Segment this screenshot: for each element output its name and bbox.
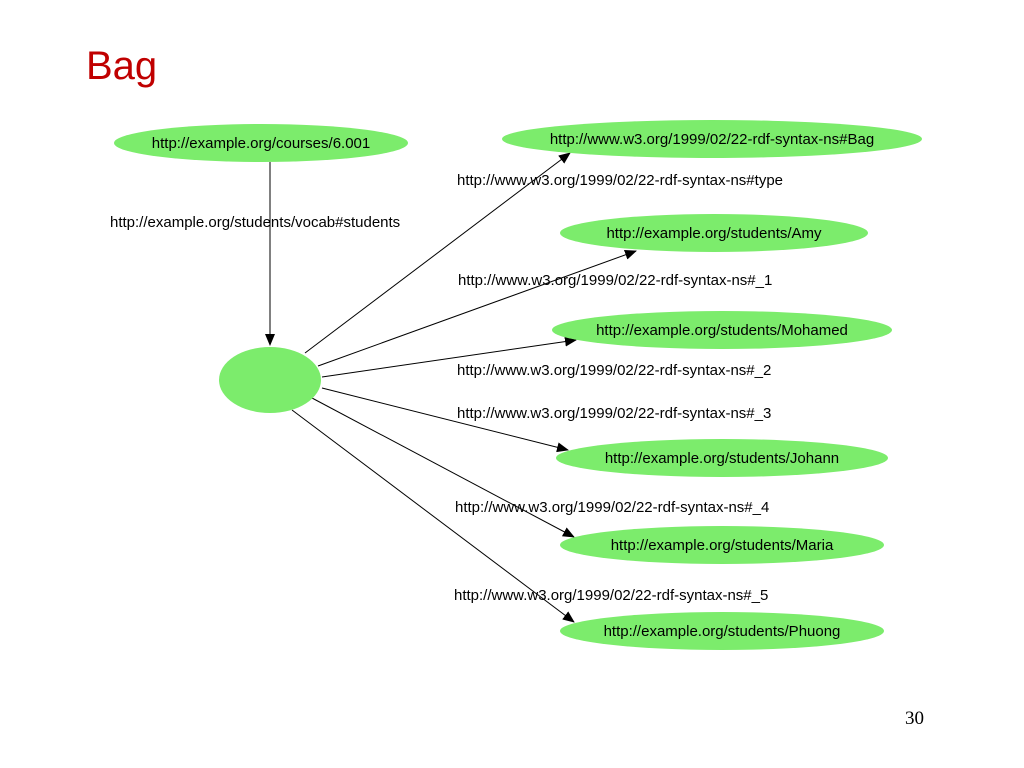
node-label-course: http://example.org/courses/6.001 (152, 135, 370, 152)
node-label-phuong: http://example.org/students/Phuong (604, 623, 841, 640)
edge-label-type: http://www.w3.org/1999/02/22-rdf-syntax-… (457, 172, 783, 189)
node-label-amy: http://example.org/students/Amy (606, 225, 822, 242)
edge-label-member-2: http://www.w3.org/1999/02/22-rdf-syntax-… (457, 362, 771, 379)
edge-label-member-1: http://www.w3.org/1999/02/22-rdf-syntax-… (458, 272, 772, 289)
node-johann: http://example.org/students/Johann (556, 439, 888, 477)
edges (265, 152, 637, 623)
node-label-mohamed: http://example.org/students/Mohamed (596, 322, 848, 339)
nodes: http://example.org/courses/6.001 http://… (114, 120, 922, 650)
node-maria: http://example.org/students/Maria (560, 526, 884, 564)
node-bag-blank (219, 347, 321, 413)
edge-member-4 (311, 397, 575, 538)
edge-member-1 (317, 250, 637, 367)
edge-label-member-3: http://www.w3.org/1999/02/22-rdf-syntax-… (457, 405, 771, 422)
page-number: 30 (905, 708, 924, 729)
node-course: http://example.org/courses/6.001 (114, 124, 408, 162)
node-label-bag-type: http://www.w3.org/1999/02/22-rdf-syntax-… (550, 131, 874, 148)
slide-title: Bag (86, 44, 158, 88)
edge-labels: http://example.org/students/vocab#studen… (110, 172, 783, 604)
edge-label-member-4: http://www.w3.org/1999/02/22-rdf-syntax-… (455, 499, 769, 516)
edge-member-5 (291, 409, 575, 623)
edge-label-member-5: http://www.w3.org/1999/02/22-rdf-syntax-… (454, 587, 768, 604)
edge-type (304, 152, 571, 354)
edge-member-3 (321, 387, 569, 453)
node-bag-type: http://www.w3.org/1999/02/22-rdf-syntax-… (502, 120, 922, 158)
node-label-johann: http://example.org/students/Johann (605, 450, 839, 467)
edge-member-2 (321, 336, 577, 378)
node-amy: http://example.org/students/Amy (560, 214, 868, 252)
node-mohamed: http://example.org/students/Mohamed (552, 311, 892, 349)
edge-label-students: http://example.org/students/vocab#studen… (110, 214, 400, 231)
node-phuong: http://example.org/students/Phuong (560, 612, 884, 650)
node-label-maria: http://example.org/students/Maria (611, 537, 834, 554)
